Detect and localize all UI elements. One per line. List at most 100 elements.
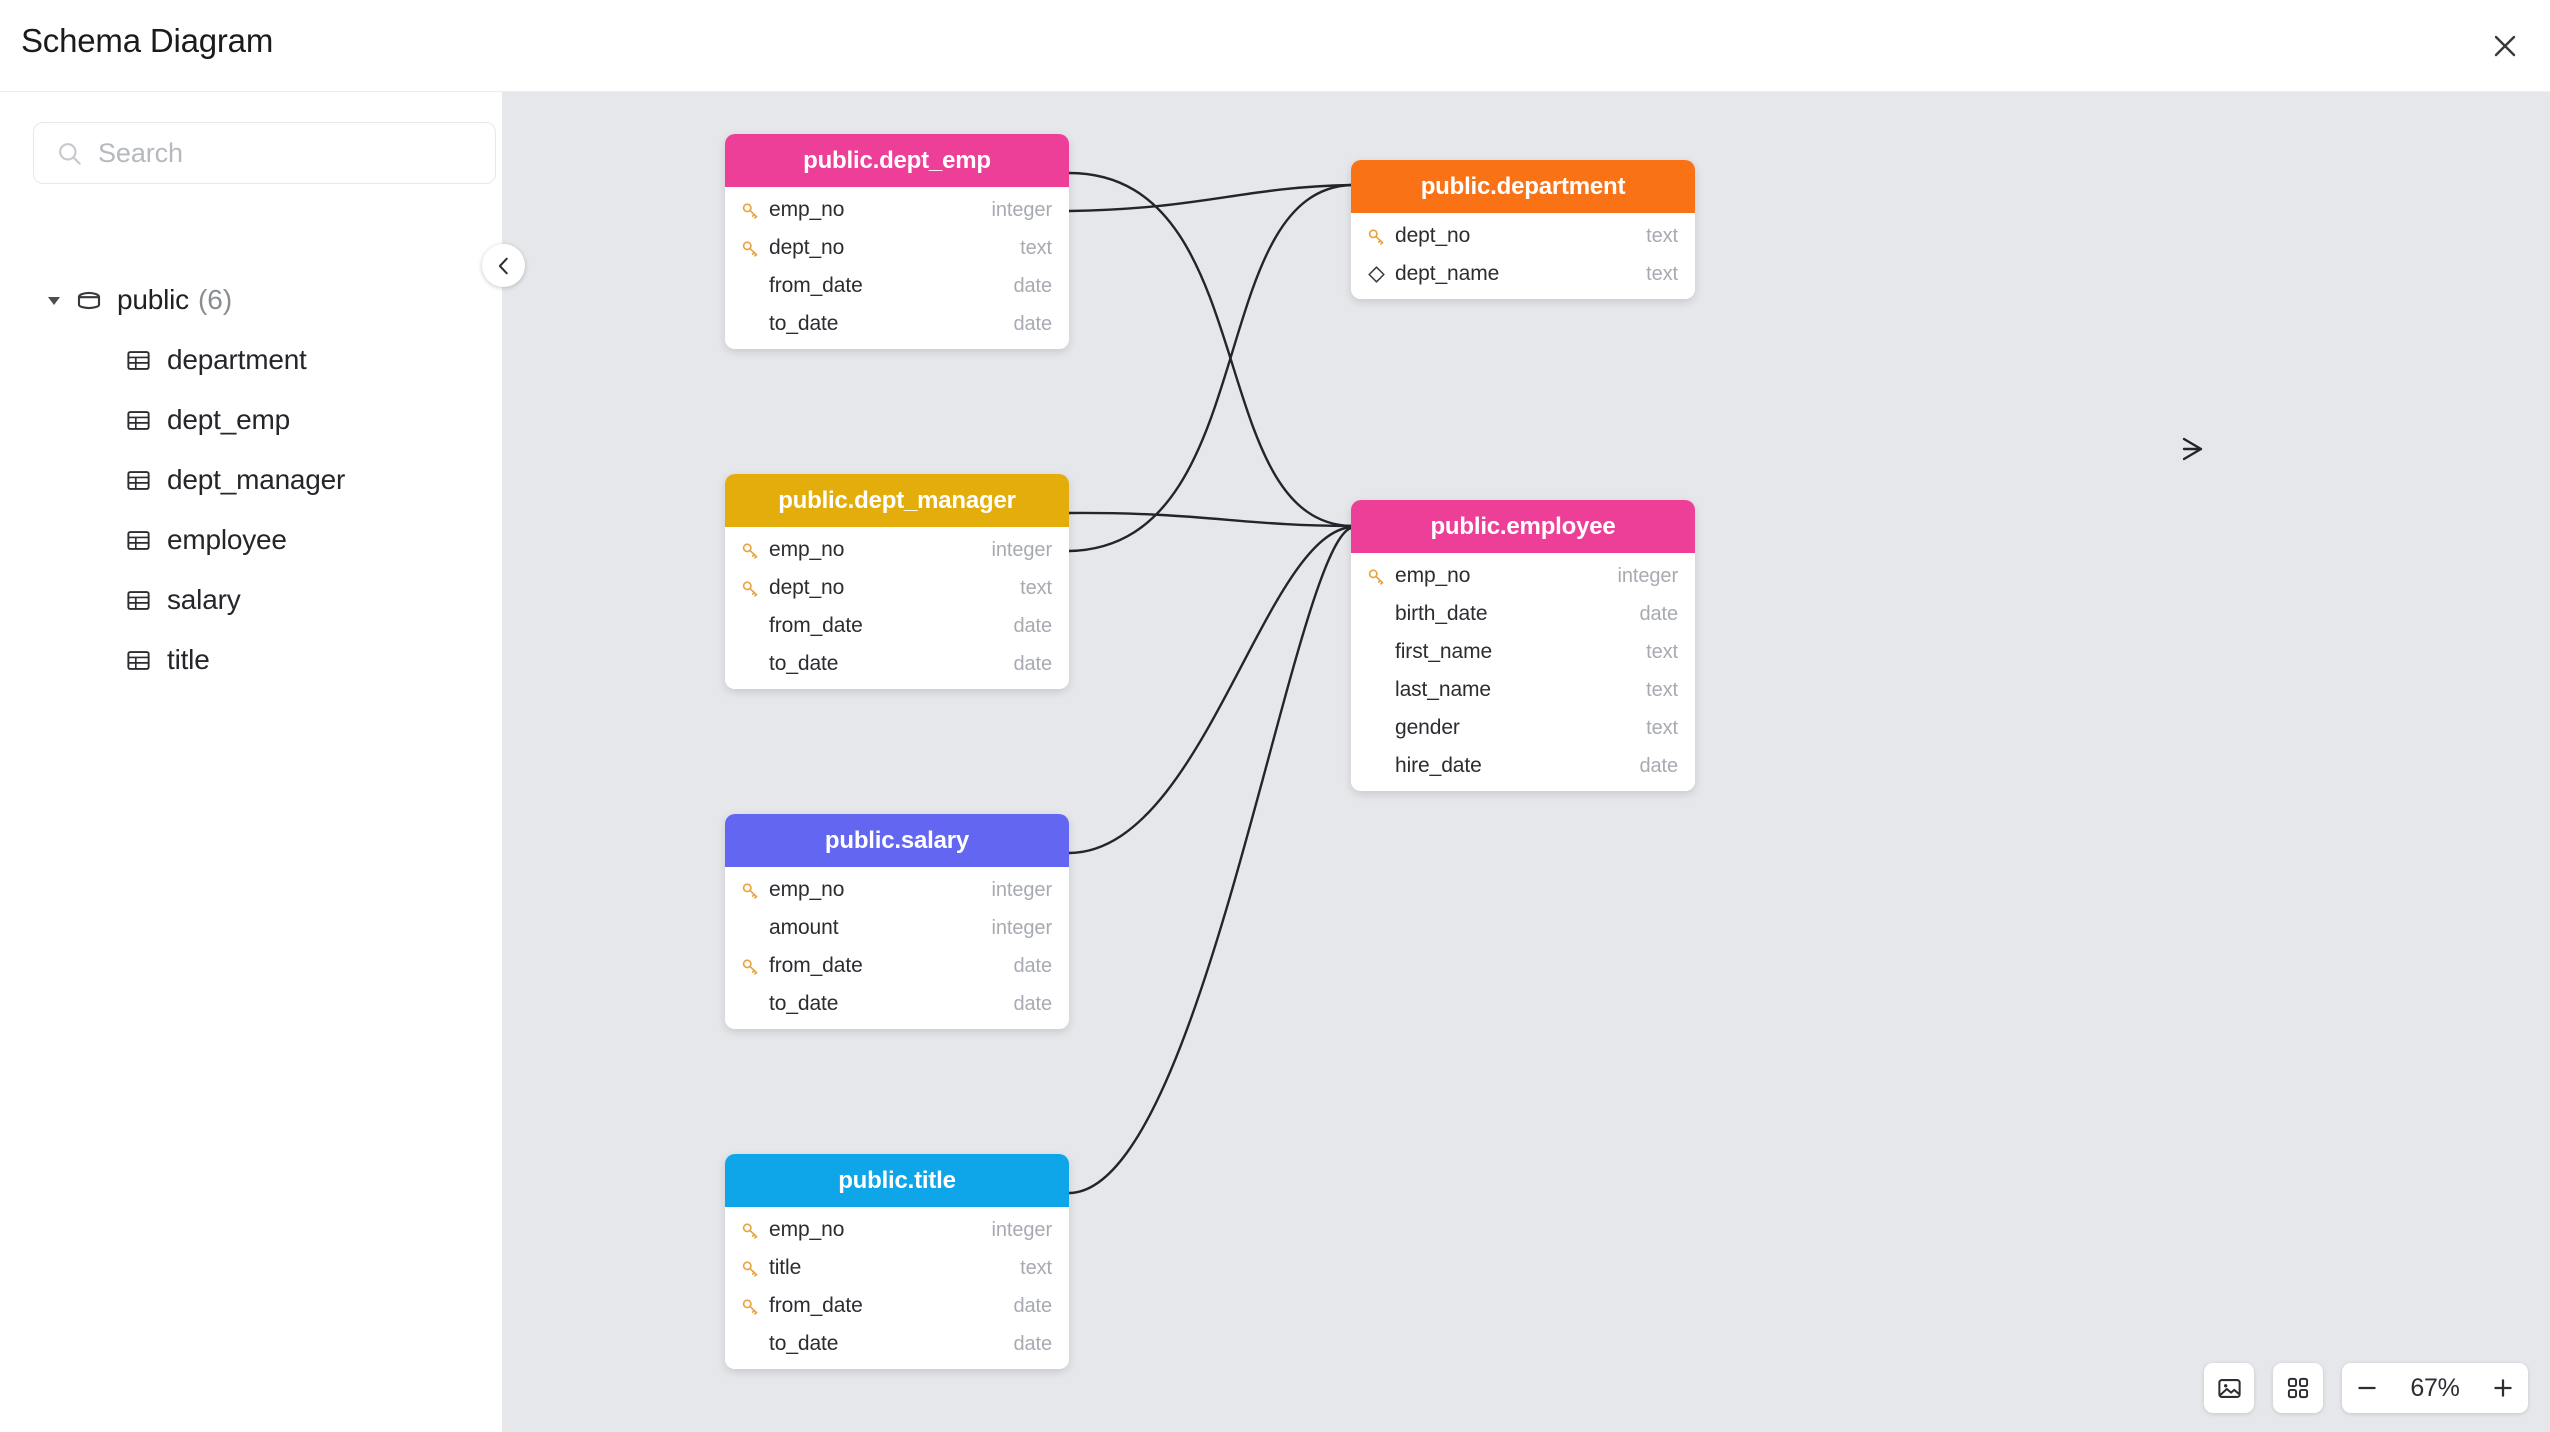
field-type: text: [1646, 678, 1678, 701]
image-icon: [2217, 1378, 2241, 1398]
field-name: hire_date: [1395, 754, 1482, 777]
tree-item-label: department: [167, 344, 307, 375]
table-node-header[interactable]: public.department: [1351, 160, 1695, 213]
zoom-out-button[interactable]: [2342, 1363, 2392, 1413]
field-type: date: [1013, 312, 1052, 335]
field-row-dept_no[interactable]: dept_no text: [725, 229, 1069, 267]
edge-salary-emp_no-to-employee-emp_no: [1068, 525, 1352, 855]
tree-item-table-dept_manager[interactable]: dept_manager: [0, 450, 503, 510]
field-name: dept_name: [1395, 262, 1500, 285]
field-row-from_date[interactable]: from_date date: [725, 1287, 1069, 1325]
minus-icon: [2358, 1386, 2376, 1390]
edge-dept_manager-dept_no-to-department-dept_no: [1068, 183, 1352, 553]
collapse-sidebar-button[interactable]: [482, 244, 525, 287]
field-type: text: [1646, 262, 1678, 285]
table-node-header[interactable]: public.title: [725, 1154, 1069, 1207]
field-name: emp_no: [1395, 564, 1471, 587]
field-name: from_date: [769, 1294, 863, 1317]
field-type: date: [1013, 1294, 1052, 1317]
tree-item-table-department[interactable]: department: [0, 330, 503, 390]
key-icon: [742, 542, 758, 559]
field-type: date: [1639, 754, 1678, 777]
tree-item-label: title: [167, 644, 210, 675]
auto-layout-button[interactable]: [2273, 1363, 2323, 1413]
key-icon: [742, 1298, 758, 1315]
field-row-emp_no[interactable]: emp_no integer: [725, 1211, 1069, 1249]
schema-name: public: [117, 284, 189, 315]
table-node-header[interactable]: public.employee: [1351, 500, 1695, 553]
close-icon: [2494, 35, 2516, 57]
field-name: first_name: [1395, 640, 1493, 663]
tree-item-table-employee[interactable]: employee: [0, 510, 503, 570]
field-name: dept_no: [769, 576, 845, 599]
caret-down-icon[interactable]: [42, 288, 66, 312]
field-type: integer: [991, 916, 1053, 939]
key-icon: [742, 882, 758, 899]
field-row-first_name[interactable]: first_name text: [1351, 633, 1695, 671]
tree-item-table-title[interactable]: title: [0, 630, 503, 690]
field-row-birth_date[interactable]: birth_date date: [1351, 595, 1695, 633]
page-title: Schema Diagram: [21, 22, 274, 59]
export-image-button[interactable]: [2204, 1363, 2254, 1413]
tree-item-table-salary[interactable]: salary: [0, 570, 503, 630]
edge-title-emp_no-to-employee-emp_no: [1068, 526, 1352, 1195]
table-icon: [127, 470, 150, 490]
field-name: title: [769, 1256, 802, 1279]
field-type: integer: [991, 1218, 1053, 1241]
field-type: date: [1639, 602, 1678, 625]
field-type: text: [1646, 640, 1678, 663]
search-input[interactable]: Search: [33, 122, 496, 184]
field-row-hire_date[interactable]: hire_date date: [1351, 747, 1695, 785]
table-node-header[interactable]: public.dept_manager: [725, 474, 1069, 527]
tree-item-schema-public[interactable]: public (6): [0, 270, 503, 330]
field-type: text: [1646, 224, 1678, 247]
field-type: date: [1013, 954, 1052, 977]
field-row-dept_name[interactable]: dept_name text: [1351, 255, 1695, 293]
key-icon: [742, 1222, 758, 1239]
field-name: from_date: [769, 274, 863, 297]
tree-item-table-dept_emp[interactable]: dept_emp: [0, 390, 503, 450]
close-button[interactable]: [2478, 19, 2532, 73]
field-name: emp_no: [769, 1218, 845, 1241]
key-icon: [742, 1260, 758, 1277]
field-type: text: [1020, 236, 1052, 259]
zoom-in-button[interactable]: [2478, 1363, 2528, 1413]
field-type: date: [1013, 274, 1052, 297]
table-icon: [127, 650, 150, 670]
plus-icon: [2494, 1379, 2512, 1397]
zoom-level-value[interactable]: 67%: [2410, 1373, 2460, 1402]
field-row-from_date[interactable]: from_date date: [725, 267, 1069, 305]
tree-item-label: salary: [167, 584, 241, 615]
field-name: dept_no: [769, 236, 845, 259]
field-name: emp_no: [769, 538, 845, 561]
table-node-header[interactable]: public.salary: [725, 814, 1069, 867]
search-icon: [59, 142, 81, 165]
field-name: birth_date: [1395, 602, 1488, 625]
table-node-header[interactable]: public.dept_emp: [725, 134, 1069, 187]
